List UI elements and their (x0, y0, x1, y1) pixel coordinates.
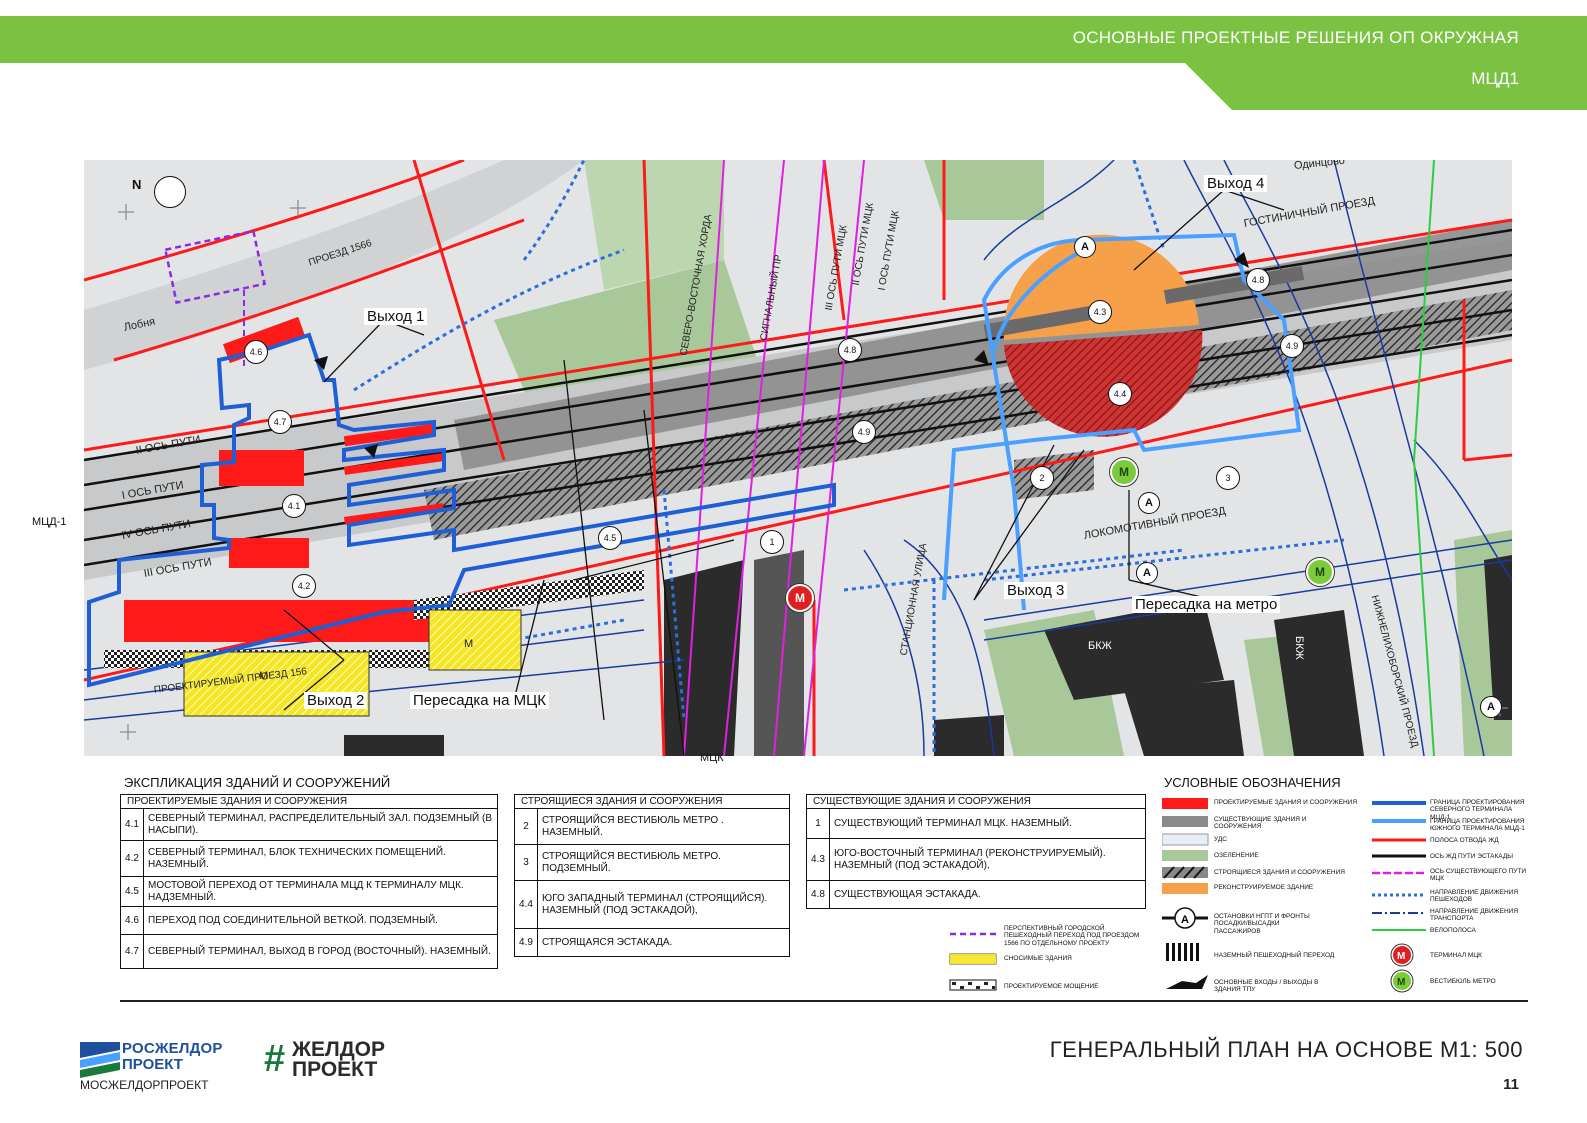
mck-terminal-icon: М (786, 584, 814, 612)
callout-exit-3: Выход 3 (1004, 582, 1068, 599)
svg-text:А: А (1181, 914, 1189, 926)
roszheldor-logo-icon (80, 1042, 120, 1078)
logo-zheldor-line2: ПРОЕКТ (292, 1058, 378, 1081)
demolished-label-1: М (259, 670, 269, 682)
footer-rule (120, 1000, 1528, 1002)
callout-exit-1: Выход 1 (364, 308, 428, 325)
marker-4-7: 4.7 (268, 410, 292, 434)
callout-transfer-metro: Пересадка на метро (1132, 596, 1281, 613)
legend-north-border: ГРАНИЦА ПРОЕКТИРОВАНИЯ СЕВЕРНОГО ТЕРМИНА… (1430, 799, 1525, 821)
legend-demolished: СНОСИМЫЕ ЗДАНИЯ (1004, 955, 1072, 962)
marker-1: 1 (760, 530, 784, 554)
table-building-header: СТРОЯЩИЕСЯ ЗДАНИЯ И СООРУЖЕНИЯ (514, 794, 790, 809)
zheldor-logo-icon: # (264, 1038, 286, 1080)
building-bkzh-2: БКЖ (1293, 636, 1305, 660)
callout-exit-4: Выход 4 (1204, 175, 1268, 192)
table-designed-header: ПРОЕКТИРУЕМЫЕ ЗДАНИЯ И СООРУЖЕНИЯ (120, 794, 498, 809)
marker-2: 2 (1030, 466, 1054, 490)
explication-title: ЭКСПЛИКАЦИЯ ЗДАНИЙ И СООРУЖЕНИЙ (124, 775, 391, 790)
legend-title: УСЛОВНЫЕ ОБОЗНАЧЕНИЯ (1164, 775, 1341, 790)
legend-rail-axis: ОСЬ ЖД ПУТИ ЭСТАКАДЫ (1430, 853, 1514, 860)
marker-4-8-east: 4.8 (1246, 268, 1270, 292)
legend-right-swatches: М М (1372, 801, 1426, 993)
bus-stop-icon: А (1074, 236, 1096, 258)
marker-4-8: 4.8 (838, 338, 862, 362)
marker-4-1: 4.1 (282, 494, 306, 518)
metro-vestibule-icon: М (1110, 458, 1138, 486)
legend-crossing: НАЗЕМНЫЙ ПЕШЕХОДНЫЙ ПЕРЕХОД (1214, 952, 1335, 959)
legend-reconstructed: РЕКОНСТРУИРУЕМОЕ ЗДАНИЕ (1214, 884, 1314, 891)
marker-4-5: 4.5 (598, 526, 622, 550)
legend-building: СТРОЯЩИЕСЯ ЗДАНИЯ И СООРУЖЕНИЯ (1214, 869, 1345, 876)
callout-exit-2: Выход 2 (304, 692, 368, 709)
legend-bike: ВЕЛОПОЛОСА (1430, 927, 1476, 934)
logo-roszheldor-line2: ПРОЕКТ (122, 1056, 183, 1073)
compass-icon (154, 176, 186, 208)
legend-mck-axis: ОСЬ СУЩЕСТВУЮЩЕГО ПУТИ МЦК (1430, 868, 1527, 883)
building-bkzh-1: БКЖ (1088, 640, 1112, 652)
page-number: 11 (1503, 1076, 1519, 1093)
metro-vestibule-icon: М (1306, 558, 1334, 586)
legend-green: ОЗЕЛЕНЕНИЕ (1214, 852, 1259, 859)
header-title: ОСНОВНЫЕ ПРОЕКТНЫЕ РЕШЕНИЯ ОП ОКРУЖНАЯ (1072, 28, 1519, 47)
legend-paving: ПРОЕКТИРУЕМОЕ МОЩЕНИЕ (1004, 983, 1099, 990)
legend-stops: ОСТАНОВКИ НГПТ И ФРОНТЫ ПОСАДКИ/ВЫСАДКИ … (1214, 913, 1310, 935)
demolished-label-2: М (464, 638, 474, 650)
svg-text:М: М (1397, 977, 1405, 988)
marker-4-4: 4.4 (1108, 382, 1132, 406)
legend-rail-strip: ПОЛОСА ОТВОДА ЖД (1430, 837, 1499, 844)
header-subtitle: МЦД1 (1471, 69, 1519, 88)
marker-4-3: 4.3 (1088, 300, 1112, 324)
legend-mck-terminal: ТЕРМИНАЛ МЦК (1430, 952, 1482, 959)
marker-4-2: 4.2 (292, 574, 316, 598)
legend-future-crossing: ПЕРСПЕКТИВНЫЙ ГОРОДСКОЙ ПЕШЕХОДНЫЙ ПЕРЕХ… (1004, 925, 1140, 947)
legend-transport-dir: НАПРАВЛЕНИЕ ДВИЖЕНИЯ ТРАНСПОРТА (1430, 908, 1519, 923)
legend-uds: УДС (1214, 836, 1227, 843)
legend-existing: СУЩЕСТВУЮЩИЕ ЗДАНИЯ И СООРУЖЕНИЯ (1214, 816, 1307, 831)
svg-text:М: М (1397, 951, 1405, 962)
plan-title: ГЕНЕРАЛЬНЫЙ ПЛАН НА ОСНОВЕ М1: 500 (1049, 1037, 1523, 1062)
legend-ped-dir: НАПРАВЛЕНИЕ ДВИЖЕНИЯ ПЕШЕХОДОВ (1430, 889, 1519, 904)
logo-moszheldor: МОСЖЕЛДОРПРОЕКТ (80, 1078, 209, 1092)
bus-stop-icon: А (1480, 696, 1502, 718)
mcd-side-label: МЦД-1 (32, 516, 67, 528)
marker-4-9-east: 4.9 (1280, 334, 1304, 358)
legend-designed: ПРОЕКТИРУЕМЫЕ ЗДАНИЯ И СООРУЖЕНИЯ (1214, 799, 1358, 806)
logo-roszheldor-line1: РОСЖЕЛДОР (122, 1040, 223, 1057)
mini-legend-swatches (949, 932, 997, 991)
site-plan-map: N ПРОЕЗД 1566 Лобня Одинцово II ОСЬ ПУТИ… (84, 160, 1512, 756)
bus-stop-icon: А (1136, 562, 1158, 584)
legend-metro-vest: ВЕСТИБЮЛЬ МЕТРО (1430, 978, 1496, 985)
marker-4-9: 4.9 (852, 420, 876, 444)
header-banner: ОСНОВНЫЕ ПРОЕКТНЫЕ РЕШЕНИЯ ОП ОКРУЖНАЯ М… (0, 16, 1587, 112)
mck-bottom-label: МЦК (700, 752, 724, 764)
logo-zheldor-line1: ЖЕЛДОР (292, 1038, 386, 1061)
legend-left-swatches: А (1162, 798, 1209, 989)
legend-entrances: ОСНОВНЫЕ ВХОДЫ / ВЫХОДЫ В ЗДАНИЯ ТПУ (1214, 979, 1319, 994)
table-existing-header: СУЩЕСТВУЮЩИЕ ЗДАНИЯ И СООРУЖЕНИЯ (806, 794, 1146, 809)
banner-shape (0, 16, 1587, 110)
callout-transfer-mck: Пересадка на МЦК (410, 692, 549, 709)
map-drawing (84, 160, 1512, 756)
bus-stop-icon: А (1138, 492, 1160, 514)
legend-south-border: ГРАНИЦА ПРОЕКТИРОВАНИЯ ЮЖНОГО ТЕРМИНАЛА … (1430, 818, 1525, 833)
compass-north-label: N (132, 177, 142, 192)
marker-4-6: 4.6 (244, 340, 268, 364)
marker-3: 3 (1216, 466, 1240, 490)
